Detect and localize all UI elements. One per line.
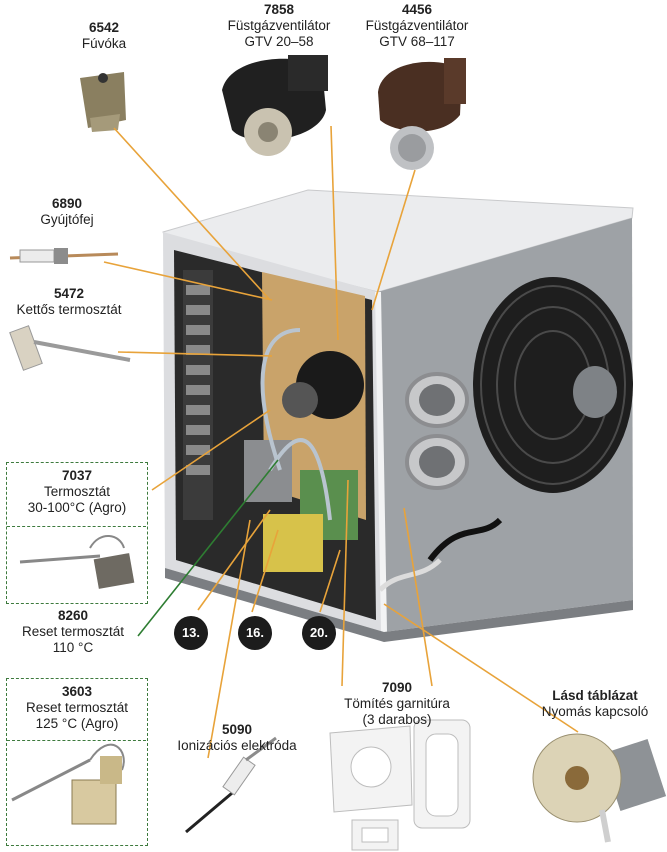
part-number: 3603 <box>61 684 93 699</box>
part-number: 6890 <box>51 196 83 211</box>
label-8260: 8260 Reset termosztát 110 °C <box>8 608 138 656</box>
part-number: 7037 <box>61 468 93 483</box>
badge-13: 13. <box>174 616 208 650</box>
flue-fan-small-part <box>222 55 328 156</box>
part-temperature: 110 °C <box>52 640 94 655</box>
label-5472: 5472 Kettős termosztát <box>4 286 134 318</box>
part-name: Gyújtófej <box>40 212 94 227</box>
label-6890: 6890 Gyújtófej <box>22 196 112 228</box>
ionization-electrode-part <box>185 736 277 834</box>
label-pressure-switch: Lásd táblázat Nyomás kapcsoló <box>530 688 660 720</box>
double-thermostat-part <box>9 325 131 371</box>
nozzle-part <box>80 72 126 132</box>
part-number: 7858 <box>263 2 295 17</box>
label-3603: 3603 Reset termosztát 125 °C (Agro) <box>6 684 148 732</box>
label-4456: 4456 Füstgázventilátor GTV 68–117 <box>352 2 482 50</box>
part-name: Füstgázventilátor <box>227 18 331 33</box>
part-range: 125 °C (Agro) <box>35 716 119 731</box>
label-7090: 7090 Tömítés garnitúra (3 darabos) <box>322 680 472 728</box>
part-model: GTV 20–58 <box>244 34 314 49</box>
box-7037-divider <box>7 526 146 527</box>
label-7037: 7037 Termosztát 30-100°C (Agro) <box>6 468 148 516</box>
part-name: Nyomás kapcsoló <box>541 704 649 719</box>
part-number: 8260 <box>57 608 89 623</box>
reset-thermostat-125-part <box>11 743 125 825</box>
part-name: Reset termosztát <box>21 624 125 639</box>
heater-cabinet <box>162 189 634 642</box>
box-7037 <box>6 462 148 604</box>
gasket-set-part <box>329 719 471 851</box>
part-name: Termosztát <box>43 484 111 499</box>
label-6542: 6542 Fúvóka <box>64 20 144 52</box>
box-3603-divider <box>7 740 146 741</box>
part-number: 5090 <box>221 722 253 737</box>
label-5090: 5090 Ionizációs elektróda <box>162 722 312 754</box>
part-number: 7090 <box>381 680 413 695</box>
thermostat-7037-part <box>19 535 135 589</box>
part-name: Kettős termosztát <box>16 302 122 317</box>
green-leader-line <box>137 459 279 637</box>
pressure-switch-part <box>532 733 667 843</box>
badge-16: 16. <box>238 616 272 650</box>
part-name: Tömítés garnitúra <box>344 696 450 711</box>
part-model: GTV 68–117 <box>379 34 455 49</box>
badge-20: 20. <box>302 616 336 650</box>
ignition-head-part <box>9 248 119 264</box>
label-7858: 7858 Füstgázventilátor GTV 20–58 <box>214 2 344 50</box>
part-name: Reset termosztát <box>25 700 129 715</box>
part-name: Füstgázventilátor <box>365 18 469 33</box>
part-quantity: (3 darabos) <box>362 712 432 727</box>
part-range: 30-100°C (Agro) <box>27 500 127 515</box>
part-number: 6542 <box>88 20 120 35</box>
part-number: 5472 <box>53 286 85 301</box>
part-number: 4456 <box>401 2 433 17</box>
flue-fan-large-part <box>378 58 466 170</box>
box-3603 <box>6 678 148 846</box>
part-name: Ionizációs elektróda <box>177 738 297 753</box>
leader-lines <box>103 125 579 759</box>
part-name: Fúvóka <box>81 36 127 51</box>
part-number: Lásd táblázat <box>552 688 638 703</box>
